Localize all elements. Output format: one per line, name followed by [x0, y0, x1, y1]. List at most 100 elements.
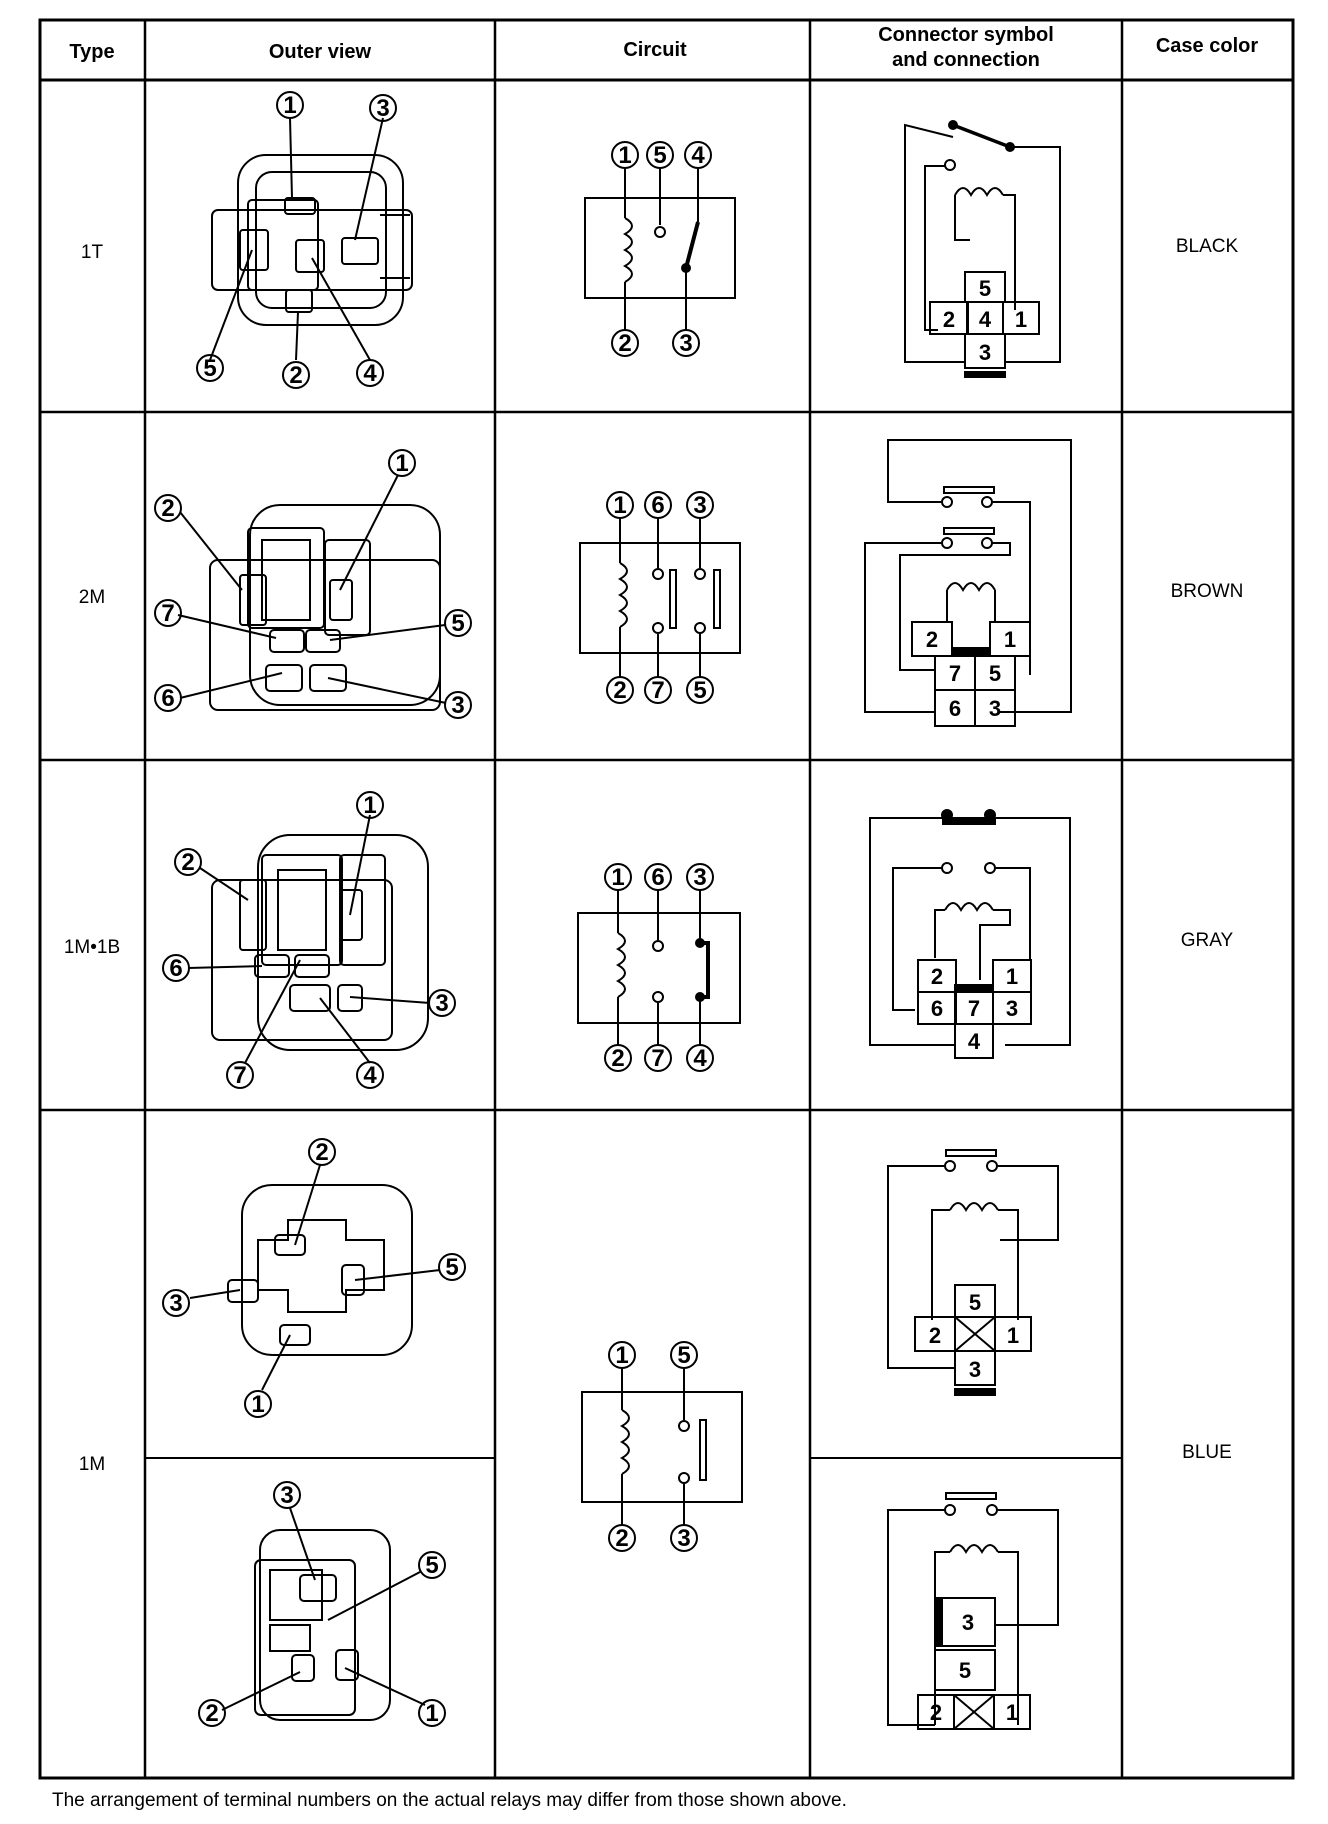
circuit-1m1b: [577, 863, 741, 1072]
circuit-pin-label: 2: [613, 677, 626, 704]
circuit-pin-label: 6: [651, 864, 664, 891]
outer-pin-label: 5: [445, 1254, 458, 1281]
type-2m: 2M: [79, 587, 105, 608]
connector-cell-label: 7: [949, 661, 961, 686]
color-black: BLACK: [1176, 236, 1239, 257]
color-brown: BROWN: [1171, 581, 1244, 602]
circuit-pin-label: 1: [613, 492, 626, 519]
circuit-1m: [581, 1341, 743, 1552]
header-case-color: Case color: [1156, 35, 1258, 57]
outer-pin-label: 4: [363, 360, 377, 387]
circuit-pin-label: 3: [679, 330, 692, 357]
connector-cell-label: 1: [1006, 964, 1018, 989]
outer-pin-label: 5: [203, 355, 216, 382]
outer-pin-label: 1: [251, 1391, 264, 1418]
connector-1t: [904, 120, 1061, 378]
connector-cell-label: 2: [943, 307, 955, 332]
connector-1m1b: [869, 809, 1071, 1059]
type-1t: 1T: [81, 242, 104, 263]
circuit-pin-label: 3: [693, 492, 706, 519]
connector-cell-label: 1: [1015, 307, 1027, 332]
circuit-pin-label: 5: [677, 1342, 690, 1369]
circuit-pin-label: 6: [651, 492, 664, 519]
outer-pin-label: 3: [376, 95, 389, 122]
outer-pins-1m1b: [162, 791, 456, 1089]
connector-cell-label: 2: [929, 1323, 941, 1348]
header-circuit: Circuit: [623, 39, 687, 61]
type-1m: 1M: [79, 1454, 105, 1475]
connector-cell-label: 2: [931, 964, 943, 989]
outer-pins-1m-b: [198, 1481, 446, 1727]
header-connector-line1: Connector symbol: [878, 24, 1054, 46]
circuit-pin-label: 7: [651, 677, 664, 704]
circuit-pin-label: 5: [653, 142, 666, 169]
outer-pin-label: 2: [161, 495, 174, 522]
outer-pin-label: 2: [315, 1139, 328, 1166]
circuit-pin-label: 3: [677, 1525, 690, 1552]
outer-pin-label: 1: [395, 450, 408, 477]
connector-cell-label: 1: [1006, 1700, 1018, 1725]
outer-pin-label: 3: [280, 1482, 293, 1509]
circuit-2m: [579, 491, 741, 704]
connector-cell-label: 2: [926, 627, 938, 652]
outer-pin-label: 2: [181, 849, 194, 876]
circuit-pin-label: 3: [693, 864, 706, 891]
outer-view-1m1b: [187, 814, 431, 1064]
footnote: The arrangement of terminal numbers on t…: [52, 1790, 847, 1811]
header-outer-view: Outer view: [269, 41, 372, 63]
circuit-pin-label: 1: [615, 1342, 628, 1369]
outer-pin-label: 1: [283, 92, 296, 119]
circuit-pin-label: 2: [611, 1045, 624, 1072]
outer-view-2m: [177, 474, 447, 711]
circuit-pin-label: 2: [615, 1525, 628, 1552]
connector-cell-label: 6: [949, 696, 961, 721]
connector-2m: [864, 439, 1072, 727]
connector-cell-label: 5: [989, 661, 1001, 686]
outer-pin-label: 1: [425, 1700, 438, 1727]
circuit-pin-label: 1: [611, 864, 624, 891]
connector-cell-label: 3: [979, 340, 991, 365]
connector-cell-label: 3: [989, 696, 1001, 721]
connector-cell-label: 1: [1004, 627, 1016, 652]
outer-pin-label: 3: [451, 692, 464, 719]
outer-pin-label: 3: [169, 1290, 182, 1317]
header-type: Type: [69, 41, 114, 63]
circuit-1t: [584, 141, 736, 357]
connector-cell-label: 4: [968, 1029, 981, 1054]
outer-pin-label: 2: [289, 362, 302, 389]
outer-pin-label: 7: [233, 1062, 246, 1089]
connector-cell-label: 4: [979, 307, 992, 332]
outer-pin-label: 4: [363, 1062, 377, 1089]
outer-view-1t: [209, 117, 413, 361]
connector-cell-label: 1: [1007, 1323, 1019, 1348]
connector-cell-label: 3: [962, 1610, 974, 1635]
circuit-pin-label: 2: [618, 330, 631, 357]
circuit-pin-label: 1: [618, 142, 631, 169]
outer-view-1m-a: [189, 1164, 441, 1391]
connector-cell-label: 5: [969, 1290, 981, 1315]
connector-cell-label: 5: [979, 276, 991, 301]
outer-pin-label: 1: [363, 792, 376, 819]
outer-view-1m-b: [221, 1507, 426, 1721]
outer-pin-label: 3: [435, 990, 448, 1017]
outer-pin-label: 2: [205, 1700, 218, 1727]
color-gray: GRAY: [1181, 930, 1234, 951]
outer-pins-2m: [154, 449, 472, 719]
outer-pin-label: 6: [169, 955, 182, 982]
connector-cell-label: 5: [959, 1658, 971, 1683]
type-1m1b: 1M•1B: [64, 937, 120, 958]
connector-cell-label: 3: [1006, 996, 1018, 1021]
table-grid: [38, 18, 1295, 1780]
circuit-pin-label: 5: [693, 677, 706, 704]
connector-cell-label: 3: [969, 1357, 981, 1382]
connector-cell-label: 7: [968, 996, 980, 1021]
outer-pin-label: 5: [451, 610, 464, 637]
connector-cell-label: 6: [931, 996, 943, 1021]
outer-pins-1m-a: [162, 1138, 466, 1418]
circuit-pin-label: 4: [693, 1045, 707, 1072]
circuit-pin-label: 4: [691, 142, 705, 169]
connector-cell-label: 2: [930, 1700, 942, 1725]
connector-1m-a: [887, 1149, 1059, 1396]
outer-pin-label: 5: [425, 1552, 438, 1579]
